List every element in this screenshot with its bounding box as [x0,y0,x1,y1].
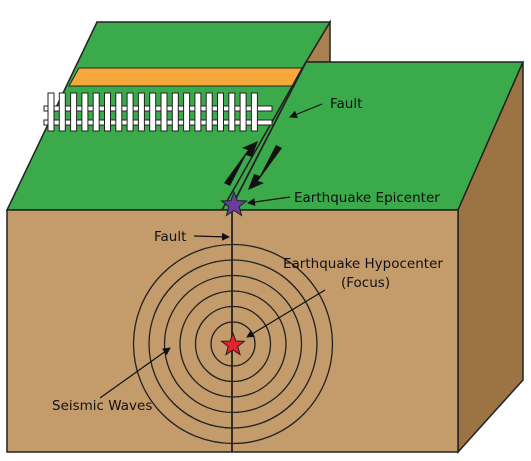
hypocenter-star-icon [220,331,246,356]
fence-picket [183,92,191,132]
fault-surface-arrow [289,103,323,119]
road [68,67,303,87]
epicenter-arrow [247,196,291,206]
fence-picket [58,92,66,132]
fence-picket [126,92,134,132]
fence-picket [149,92,157,132]
seismic-wave-ring [210,321,256,367]
fence [43,92,273,132]
seismic-waves-label: Seismic Waves [52,398,152,414]
fence-picket [92,92,100,132]
fault-slip-arrows [224,141,282,190]
epicenter-label: Earthquake Epicenter [294,190,440,206]
seismic-waves [132,243,334,445]
label-arrows [99,103,326,399]
fence-picket [250,92,258,132]
fence-picket [228,92,236,132]
fence-picket [81,92,89,132]
fence-picket [137,92,145,132]
seismic-wave-ring [163,274,303,414]
fence-picket [217,92,224,132]
fence-rail [43,119,273,126]
seismic-waves-arrow [99,347,171,399]
fence-picket [171,92,179,132]
fault-line-surface [231,61,307,207]
fence-picket [70,92,78,132]
fence-picket [205,92,213,132]
seismic-wave-ring [179,290,287,398]
fence-rail [43,105,273,112]
seismic-wave-ring [132,243,334,445]
hypocenter-arrow [246,289,326,338]
fault-block-arrow [193,232,230,241]
fence-picket [47,92,55,132]
fence-picket [239,92,247,132]
fault-surface-label: Fault [330,96,362,112]
fence-picket [194,92,202,132]
hypocenter-label-line2: (Focus) [341,275,390,291]
fence-picket [104,92,111,132]
fence-picket [115,92,123,132]
seismic-wave-ring [194,305,272,383]
fence-picket [160,92,168,132]
fault-block-label: Fault [154,229,186,245]
hypocenter-label-line1: Earthquake Hypocenter [283,256,443,272]
epicenter-star-icon [220,190,248,217]
seismic-wave-ring [148,259,318,429]
